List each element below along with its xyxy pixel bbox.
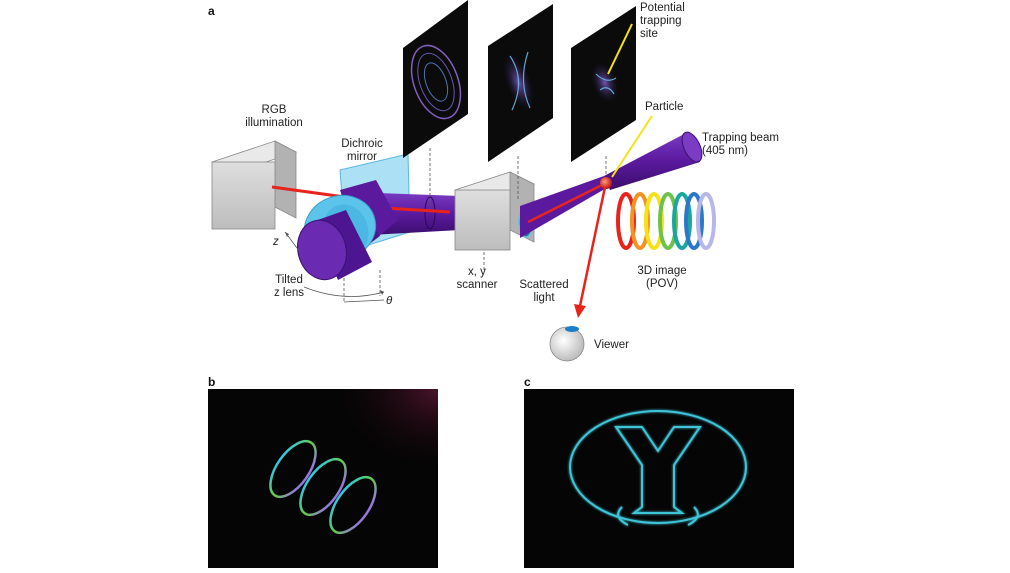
label-3d-image: 3D image (POV) xyxy=(634,265,690,291)
rgb-illumination-box xyxy=(210,140,298,230)
tilt-angle-indicator xyxy=(303,270,385,303)
label-scanner-line-1: x, y xyxy=(468,266,486,278)
label-rgb-line-2: illumination xyxy=(245,117,303,129)
label-rgb-illumination: RGB illumination xyxy=(244,104,304,130)
label-dichroic-line-2: mirror xyxy=(346,151,378,163)
label-pts-line-2: trapping xyxy=(640,15,682,27)
particle xyxy=(600,177,612,189)
label-particle: Particle xyxy=(645,101,684,113)
label-dichroic-line-1: Dichroic xyxy=(341,138,383,150)
label-3d-line-1: 3D image xyxy=(637,265,687,277)
label-tb-line-1: Trapping beam xyxy=(702,132,779,144)
label-sl-line-1: Scattered xyxy=(519,279,569,291)
viewer-eye xyxy=(549,326,585,362)
panel-letter-b: b xyxy=(208,375,216,389)
label-sl-line-2: light xyxy=(533,292,555,304)
panel-letter-c: c xyxy=(524,375,531,389)
inset-image-3 xyxy=(571,6,636,176)
label-pts-line-3: site xyxy=(640,28,658,40)
label-3d-line-2: (POV) xyxy=(646,278,678,290)
front-cylinder xyxy=(297,210,372,281)
inset-image-2 xyxy=(488,4,553,200)
label-tilted-line-1: Tilted xyxy=(275,274,303,286)
particle-pointer xyxy=(611,115,653,178)
label-tb-line-2: (405 nm) xyxy=(702,145,749,157)
z-axis-arrow xyxy=(284,231,301,253)
panel-c-photo xyxy=(524,389,794,568)
label-potential-trapping-site: Potential trapping site xyxy=(640,2,685,41)
trapping-beam xyxy=(520,131,703,238)
label-scanner: x, y scanner xyxy=(450,266,504,292)
label-rgb-line-1: RGB xyxy=(261,104,287,116)
label-z-axis: z xyxy=(273,236,279,248)
label-dichroic-mirror: Dichroic mirror xyxy=(334,138,390,164)
y-logo-image xyxy=(569,410,747,526)
pov-3d-image-rings xyxy=(616,192,716,250)
label-trapping-beam: Trapping beam (405 nm) xyxy=(702,132,779,158)
label-tilted-line-2: z lens xyxy=(273,287,305,299)
helix-image xyxy=(208,389,438,568)
label-scattered-light: Scattered light xyxy=(518,279,570,305)
label-tilted-lens: Tilted z lens xyxy=(266,274,312,300)
panel-b-photo xyxy=(208,389,438,568)
label-viewer: Viewer xyxy=(594,339,629,351)
scattered-light-arrow xyxy=(574,186,607,318)
label-theta: θ xyxy=(386,295,393,307)
inset-image-1 xyxy=(403,0,468,208)
potential-site-pointer xyxy=(607,23,633,75)
label-pts-line-1: Potential xyxy=(640,2,685,14)
panel-letter-a: a xyxy=(208,4,215,18)
label-scanner-line-2: scanner xyxy=(456,279,498,291)
